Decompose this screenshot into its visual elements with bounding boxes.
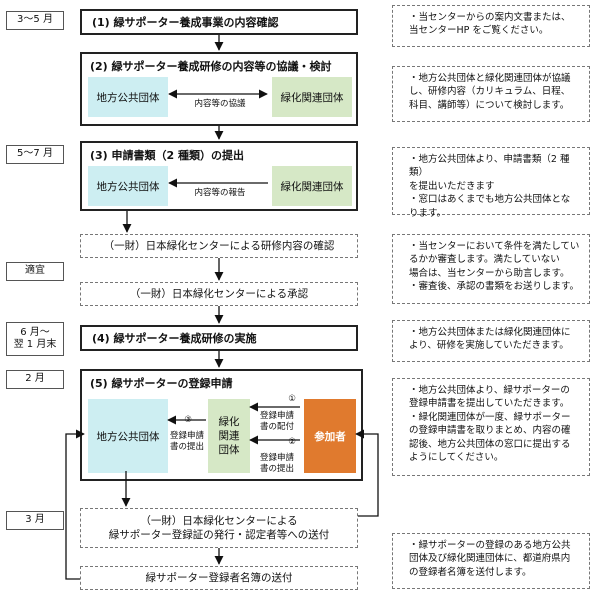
note-line: 場合は、当センターから助言します。 [409,267,570,279]
arrow-1-label: 登録申請 書の配付 [259,411,294,433]
step-2-title: (2) 緑サポーター養成研修の内容等の協議・検討 [90,60,332,73]
note-line: ・審査後、承認の書類をお送りします。 [409,281,580,293]
note-line: し、研修内容（カリキュラム、日程、 [409,86,571,98]
step-1-title: (1) 緑サポーター養成事業の内容確認 [92,16,279,29]
note-line: ・地方公共団体または緑化関連団体に [409,327,571,338]
report-arrow-label: 内容等の報告 [194,188,246,198]
certificate-issue-box: （一財）日本緑化センターによる 緑サポーター登録証の発行・認定者等への送付 [80,508,358,548]
note-line: ・地方公共団体より、緑サポーターの [409,385,570,396]
roster-send-box: 緑サポーター登録者名簿の送付 [80,566,358,590]
step-3-title: (3) 申請書類（2 種類）の提出 [90,149,245,162]
period-label: 2 月 [6,370,64,389]
note-line: を提出いただきます [409,180,495,192]
period-label: 5〜7 月 [6,145,64,164]
note-step-3: ・地方公共団体より、申請書類（2 種類） を提出いただきます ・窓口はあくまでも… [392,147,590,219]
note-line: の登録者名簿を送付します。 [409,566,532,578]
note-line: るかか審査します。満たしていない [409,254,560,266]
note-line: ようにしてください。 [409,452,504,464]
note-line: 認後、地方公共団体の窓口に提出する [409,438,571,450]
note-line: ・緑サポーターの登録のある地方公共 [409,540,571,551]
green-org-node: 緑化関連団体 [272,77,352,117]
note-line: 登録申請書を提出していただきます。 [409,398,570,410]
local-gov-node: 地方公共団体 [88,166,168,206]
participant-node: 参加者 [304,399,356,473]
arrow-3-number: ③ [184,415,192,425]
note-line: ・当センターからの案内文書または、 [409,12,571,23]
green-org-node: 緑化関連団体 [272,166,352,206]
note-step-2: ・地方公共団体と緑化関連団体が協議 し、研修内容（カリキュラム、日程、 科目、講… [392,66,590,122]
arrow-2-label: 登録申請 書の提出 [259,453,294,475]
note-roster: ・緑サポーターの登録のある地方公共 団体及び緑化関連団体に、都道府県内 の登録者… [392,533,590,589]
step-5-title: (5) 緑サポーターの登録申請 [90,377,233,390]
step-4-title: (4) 緑サポーター養成研修の実施 [92,332,257,345]
step-2-box: (2) 緑サポーター養成研修の内容等の協議・検討 地方公共団体 緑化関連団体 内… [80,52,358,126]
note-line: ・窓口はあくまでも地方公共団体とな [409,194,571,206]
period-label: 3〜5 月 [6,11,64,30]
note-step-1: ・当センターからの案内文書または、 当センターHP をご覧ください。 [392,5,590,47]
note-check-approval: ・当センターにおいて条件を満たしてい るかか審査します。満たしていない 場合は、… [392,234,590,304]
green-org-node: 緑化 関連 団体 [208,399,250,473]
note-line: ・地方公共団体より、申請書類（2 種類） [409,154,570,179]
period-label: 6 月〜 翌 1 月末 [6,322,64,356]
note-line: ・地方公共団体と緑化関連団体が協議 [409,73,571,84]
note-line: ります。 [409,207,447,219]
arrow-2-number: ② [288,437,296,447]
note-line: 当センターHP をご覧ください。 [409,25,549,37]
note-line: ・緑化関連団体が一度、緑サポーター [409,411,571,423]
period-label: 3 月 [6,511,64,530]
center-check-box: （一財）日本緑化センターによる研修内容の確認 [80,234,358,258]
note-step-5: ・地方公共団体より、緑サポーターの 登録申請書を提出していただきます。 ・緑化関… [392,378,590,476]
arrow-3-label: 登録申請 書の提出 [169,431,204,453]
note-line: の登録申請書を取りまとめ、内容の確 [409,425,571,437]
step-1-box: (1) 緑サポーター養成事業の内容確認 [80,9,358,35]
local-gov-node: 地方公共団体 [88,77,168,117]
note-line: 団体及び緑化関連団体に、都道府県内 [409,553,571,565]
step-5-box: (5) 緑サポーターの登録申請 地方公共団体 緑化 関連 団体 参加者 ① 登録… [80,369,363,481]
note-line: ・当センターにおいて条件を満たしてい [409,241,580,252]
arrow-1-number: ① [288,394,296,404]
note-step-4: ・地方公共団体または緑化関連団体に より、研修を実施していただきます。 [392,320,590,362]
step-3-box: (3) 申請書類（2 種類）の提出 地方公共団体 緑化関連団体 内容等の報告 [80,141,358,211]
note-line: より、研修を実施していただきます。 [409,340,569,352]
period-label: 適宜 [6,262,64,281]
center-approval-box: （一財）日本緑化センターによる承認 [80,282,358,306]
step-4-box: (4) 緑サポーター養成研修の実施 [80,325,358,351]
consult-arrow-label: 内容等の協議 [194,99,246,109]
note-line: 科目、講師等）について検討します。 [409,99,570,111]
local-gov-node: 地方公共団体 [88,399,168,473]
